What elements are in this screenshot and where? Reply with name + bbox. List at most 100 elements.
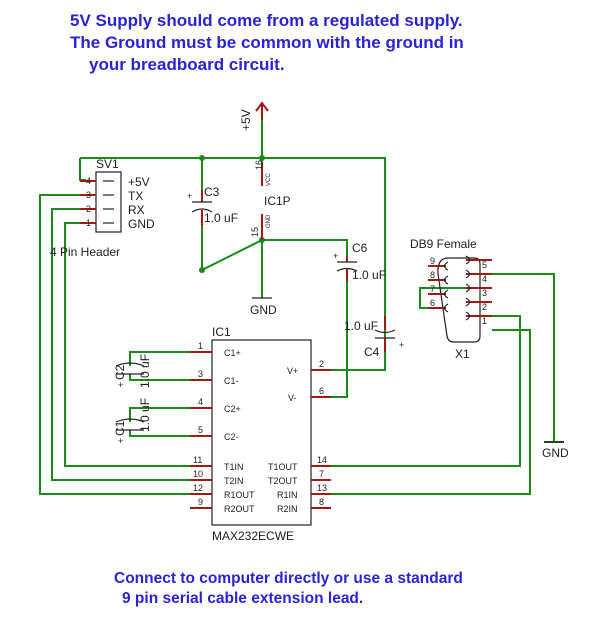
ic-pin-number: 13: [317, 483, 327, 493]
db9-ref: X1: [455, 347, 470, 361]
ic1p-power: 16 VCC IC1P GND 15: [250, 160, 291, 240]
svg-text:+: +: [118, 436, 123, 446]
ic-pin-name: C1+: [224, 348, 241, 358]
ic-pin-number: 1: [198, 341, 203, 351]
supply-note-line: 5V Supply should come from a regulated s…: [70, 11, 463, 30]
ic-pin-name: C2-: [224, 432, 239, 442]
connection-note-line: Connect to computer directly or use a st…: [114, 570, 463, 587]
ic-pin-number: 5: [198, 425, 203, 435]
header-signal: TX: [128, 189, 143, 203]
capacitor-value: 1.0 uF: [138, 398, 152, 432]
gnd-symbol: GND: [542, 441, 569, 460]
ic-pin-number: 9: [198, 497, 203, 507]
ic-pin-name: R2IN: [277, 504, 298, 514]
supply-note-line: your breadboard circuit.: [89, 55, 285, 74]
ic-body: [211, 339, 312, 526]
ic-pin-name: C1-: [224, 376, 239, 386]
db9-pin-number: 4: [482, 274, 487, 284]
ic-pin-number: 10: [193, 469, 203, 479]
ic-pin-name: R1IN: [277, 490, 298, 500]
ic-pin-name: T2IN: [224, 476, 244, 486]
capacitor-value: 1.0 uF: [344, 319, 378, 333]
capacitor-value: 1.0 uF: [352, 268, 386, 282]
ic-part-number: MAX232ECWE: [212, 529, 294, 543]
ic-pin-name: T1IN: [224, 462, 244, 472]
db9-contacts: [443, 255, 471, 321]
ic-pin-name: T1OUT: [268, 462, 298, 472]
supply-note-line: The Ground must be common with the groun…: [70, 33, 464, 52]
capacitor-ref: C3: [204, 185, 220, 199]
db9-pin-number: 5: [482, 260, 487, 270]
ic-pin-name: V+: [287, 366, 298, 376]
ic-pin-number: 3: [198, 369, 203, 379]
junction-dot: [259, 155, 265, 161]
junction-dot: [199, 267, 205, 273]
db9-pin-number: 9: [430, 256, 435, 266]
db9-connector: DB9 Female 9 8 7 6 5 4 3 2: [410, 237, 492, 361]
header-pin-number: 4: [86, 176, 91, 186]
capacitor-ref: C6: [352, 241, 368, 255]
header-pin-number: 3: [86, 190, 91, 200]
vcc-symbol: +5V: [239, 101, 269, 131]
header-signal: +5V: [128, 175, 150, 189]
svg-text:+: +: [187, 191, 192, 201]
gnd-label: GND: [542, 446, 569, 460]
junction-dot: [199, 155, 205, 161]
gnd-symbol: GND: [250, 297, 277, 317]
ic-ref: IC1: [212, 325, 231, 339]
ic-pin-number: 11: [193, 455, 202, 465]
header-name: 4 Pin Header: [50, 245, 120, 259]
supply-note: 5V Supply should come from a regulated s…: [70, 10, 464, 76]
db9-pin-number: 2: [482, 302, 487, 312]
capacitor-ref: C4: [364, 345, 380, 359]
ic1p-ref: IC1P: [264, 194, 291, 208]
connection-note-line: 9 pin serial cable extension lead.: [122, 590, 364, 607]
ic-pin-name: V-: [288, 393, 297, 403]
svg-text:+: +: [118, 380, 123, 390]
ic-pin-number: 2: [319, 359, 324, 369]
ic-pin-name: T2OUT: [268, 476, 298, 486]
ic-pin-name: C2+: [224, 404, 241, 414]
ic-pin-number: 6: [319, 386, 324, 396]
capacitor-c2: + C2 1.0 uF: [113, 354, 152, 390]
header-ref: SV1: [96, 157, 119, 171]
ic-pin-number: 12: [193, 483, 203, 493]
ic-pin-number: 4: [198, 397, 203, 407]
ic-pin-number: 8: [319, 497, 324, 507]
ic-pin-number: 7: [319, 469, 324, 479]
connection-note: Connect to computer directly or use a st…: [114, 569, 463, 609]
capacitor-c3: + C3 1.0 uF: [187, 185, 238, 226]
capacitor-ref: C1: [113, 420, 127, 436]
db9-pin-number: 6: [430, 298, 435, 308]
vcc-label: +5V: [239, 109, 253, 131]
db9-pin-number: 8: [430, 270, 435, 280]
svg-text:+: +: [399, 340, 404, 350]
header-signal: GND: [128, 217, 155, 231]
capacitor-ref: C2: [113, 364, 127, 380]
db9-pin-number: 1: [482, 316, 487, 326]
db9-pin-number: 7: [430, 284, 435, 294]
capacitor-value: 1.0 uF: [204, 211, 238, 225]
header-sv1: SV1 4 3 2 1 +5V TX RX GND 4 Pin Header: [50, 157, 155, 259]
gnd-label: GND: [250, 303, 277, 317]
header-pin-number: 2: [86, 204, 91, 214]
capacitor-c6: + C6 1.0 uF: [333, 241, 386, 282]
svg-text:+: +: [333, 251, 338, 261]
wires: [39, 118, 564, 495]
ic1p-gnd-pin: 15: [250, 227, 260, 237]
db9-pin-number: 3: [482, 288, 487, 298]
header-body: [95, 171, 122, 233]
db9-shell: [437, 257, 481, 343]
ic1p-gnd-label: GND: [266, 214, 272, 228]
ic-pin-name: R1OUT: [224, 490, 255, 500]
ic-pin-name: R2OUT: [224, 504, 255, 514]
db9-title: DB9 Female: [410, 237, 477, 251]
ic-max232: IC1 MAX232ECWE 1 3 4 5 11 10 12 9 C1+ C1…: [190, 325, 331, 543]
capacitor-c4: + 1.0 uF C4: [344, 316, 404, 359]
capacitor-c1: + C1 1.0 uF: [113, 398, 152, 446]
ic-pin-number: 14: [317, 455, 327, 465]
header-pins: [80, 180, 114, 224]
ic1p-vcc-label: VCC: [266, 173, 272, 186]
capacitor-value: 1.0 uF: [138, 354, 152, 388]
